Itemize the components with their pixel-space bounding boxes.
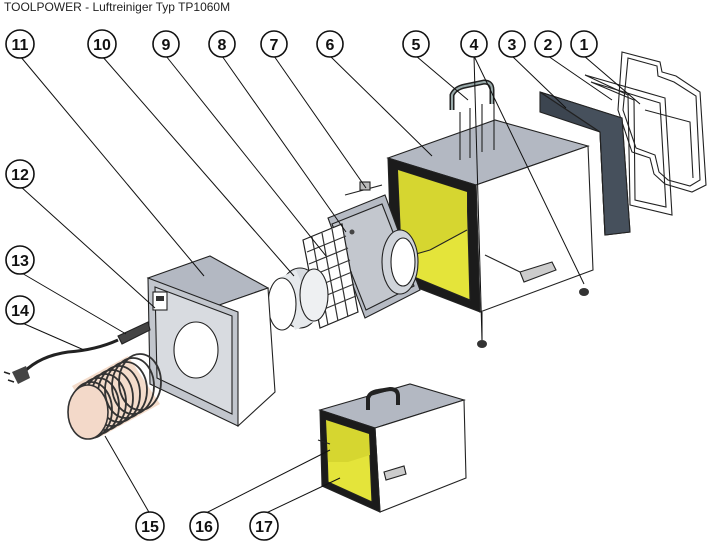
callout-8: 8 xyxy=(208,30,236,58)
callout-7: 7 xyxy=(260,30,288,58)
callout-4-label: 4 xyxy=(470,37,479,54)
callout-11: 11 xyxy=(5,29,35,59)
callout-2: 2 xyxy=(534,30,562,58)
callout-10-label: 10 xyxy=(93,37,111,54)
callout-12-label: 12 xyxy=(11,167,29,184)
part-11-intake-housing xyxy=(146,255,276,428)
callout-3-label: 3 xyxy=(508,37,517,54)
callout-14: 14 xyxy=(5,295,35,325)
callout-7-label: 7 xyxy=(270,37,279,54)
callout-5-label: 5 xyxy=(412,37,421,54)
callout-5: 5 xyxy=(402,30,430,58)
part-6-main-housing xyxy=(386,100,594,348)
callout-9-label: 9 xyxy=(162,37,171,54)
callout-17-label: 17 xyxy=(255,519,273,536)
callout-15: 15 xyxy=(135,511,165,541)
callout-4: 4 xyxy=(460,30,488,58)
part-15-flexible-duct xyxy=(67,353,162,440)
callout-3: 3 xyxy=(498,30,526,58)
callout-1-label: 1 xyxy=(580,37,589,54)
callout-2-label: 2 xyxy=(544,37,553,54)
leader-lines xyxy=(19,55,641,515)
part-16-17-second-housing xyxy=(317,383,467,513)
callout-14-label: 14 xyxy=(11,303,29,320)
part-12-switch xyxy=(152,291,168,311)
callout-13: 13 xyxy=(5,245,35,275)
callout-1: 1 xyxy=(570,30,598,58)
callout-16-label: 16 xyxy=(195,519,213,536)
part-10-ring xyxy=(267,267,329,331)
callout-17: 17 xyxy=(249,511,279,541)
callout-8-label: 8 xyxy=(218,37,227,54)
callout-13-label: 13 xyxy=(11,253,29,270)
part-13-connector xyxy=(117,321,151,345)
part-8-fan-plate xyxy=(327,194,421,319)
callout-6: 6 xyxy=(316,30,344,58)
callout-9: 9 xyxy=(152,30,180,58)
part-14-power-cord xyxy=(3,338,119,384)
callout-10: 10 xyxy=(87,29,117,59)
part-3-filter-mat xyxy=(539,91,631,236)
callout-11-label: 11 xyxy=(12,37,29,54)
callout-6-label: 6 xyxy=(326,37,335,54)
callout-15-label: 15 xyxy=(141,519,159,536)
callout-16: 16 xyxy=(189,511,219,541)
part-2-gasket xyxy=(584,74,673,216)
diagram-title: TOOLPOWER - Luftreiniger Typ TP1060M xyxy=(4,0,231,14)
callout-12: 12 xyxy=(5,159,35,189)
part-5-handle xyxy=(449,79,495,110)
part-1-gasket-frame xyxy=(617,51,707,193)
